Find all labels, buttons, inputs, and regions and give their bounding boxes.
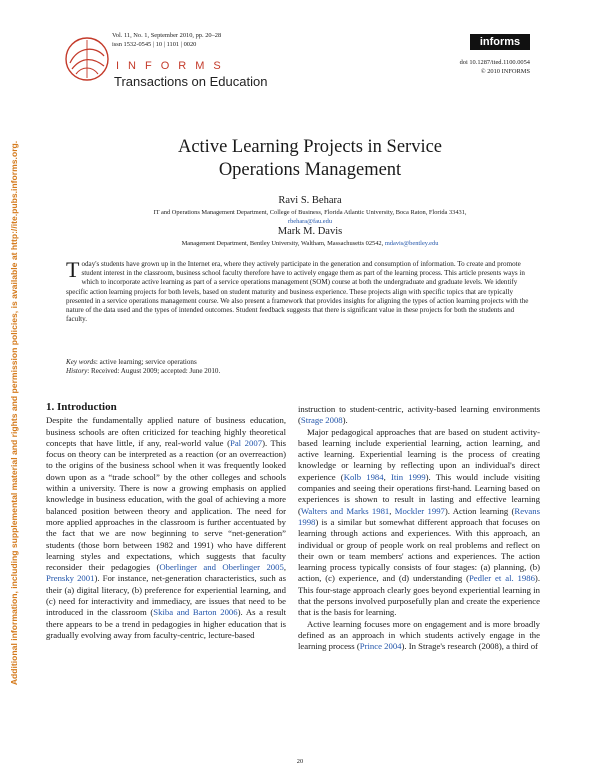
column-right: instruction to student-centric, activity… <box>298 404 540 653</box>
title-line-1: Active Learning Projects in Service <box>177 137 443 157</box>
history-text: : Received: August 2009; accepted: June … <box>87 367 221 376</box>
article-title: Active Learning Projects in Service Oper… <box>60 136 560 182</box>
keywords-text: : active learning; service operations <box>95 358 197 366</box>
issn-line: issn 1532-0545 | 10 | 1101 | 0020 <box>112 41 197 48</box>
citation-link[interactable]: Prensky 2001 <box>46 573 95 584</box>
citation-link[interactable]: Pal 2007 <box>229 437 263 448</box>
author-1-email-link[interactable]: rbehara@fau.edu <box>287 217 333 225</box>
citation-link[interactable]: Revans 1998 <box>298 505 540 527</box>
volume-line: Vol. 11, No. 1, September 2010, pp. 20–2… <box>112 32 222 39</box>
doi-metadata: doi 10.1287/ited.1100.0054 © 2010 INFORM… <box>460 58 530 76</box>
title-line-2: Operations Management <box>218 160 402 180</box>
column-left: 1. Introduction Despite the fundamentall… <box>46 401 287 641</box>
section-heading: 1. Introduction <box>46 401 117 413</box>
citation-link[interactable]: Kolb 1984 <box>343 471 384 482</box>
citation-link[interactable]: Pedler et al. 1986 <box>468 573 535 584</box>
paragraph: Active learning focuses more on engageme… <box>298 618 540 652</box>
affiliation-text: Management Department, Bentley Universit… <box>181 240 384 247</box>
side-permission-note: Additional information, including supple… <box>6 68 22 758</box>
author-2-email-link[interactable]: mdavis@bentley.edu <box>384 240 439 247</box>
issue-metadata: Vol. 11, No. 1, September 2010, pp. 20–2… <box>112 31 221 49</box>
affiliation-text: IT and Operations Management Department,… <box>153 209 467 216</box>
author-2-name: Mark M. Davis <box>277 226 343 237</box>
informs-emblem-icon <box>65 37 109 81</box>
paragraph: Despite the fundamentally applied nature… <box>46 415 287 640</box>
paragraph: instruction to student-centric, activity… <box>298 404 540 426</box>
citation-link[interactable]: Skiba and Barton 2006 <box>153 607 238 618</box>
paragraph: Major pedagogical approaches that are ba… <box>298 426 541 618</box>
citation-link[interactable]: Itin 1999 <box>390 471 426 482</box>
abstract-text: oday's students have grown up in the Int… <box>66 260 529 324</box>
author-1-affiliation: IT and Operations Management Department,… <box>60 209 560 226</box>
informs-logo: informs <box>470 34 530 50</box>
citation-link[interactable]: Prince 2004 <box>359 641 402 652</box>
citation-link[interactable]: Strage 2008 <box>300 415 343 426</box>
citation-link[interactable]: Walters and Marks 1981 <box>300 505 390 516</box>
author-1-name: Ravi S. Behara <box>278 195 342 206</box>
side-note-text: Additional information, including supple… <box>9 140 19 686</box>
citation-link[interactable]: Oberlinger and Oberlinger 2005 <box>159 562 284 573</box>
history-label: History <box>66 367 88 376</box>
copyright-line: © 2010 INFORMS <box>480 68 530 75</box>
drop-cap: T <box>66 257 80 282</box>
author-2-affiliation: Management Department, Bentley Universit… <box>60 240 560 249</box>
journal-name: Transactions on Education <box>114 74 268 89</box>
page-number: 20 <box>296 758 304 765</box>
citation-link[interactable]: Mockler 1997 <box>394 505 445 516</box>
publisher-wordmark: INFORMS <box>116 60 230 72</box>
keywords-block: Key words: active learning; service oper… <box>66 358 220 376</box>
doi-line: doi 10.1287/ited.1100.0054 <box>459 59 530 66</box>
keywords-label: Key words <box>66 358 96 366</box>
